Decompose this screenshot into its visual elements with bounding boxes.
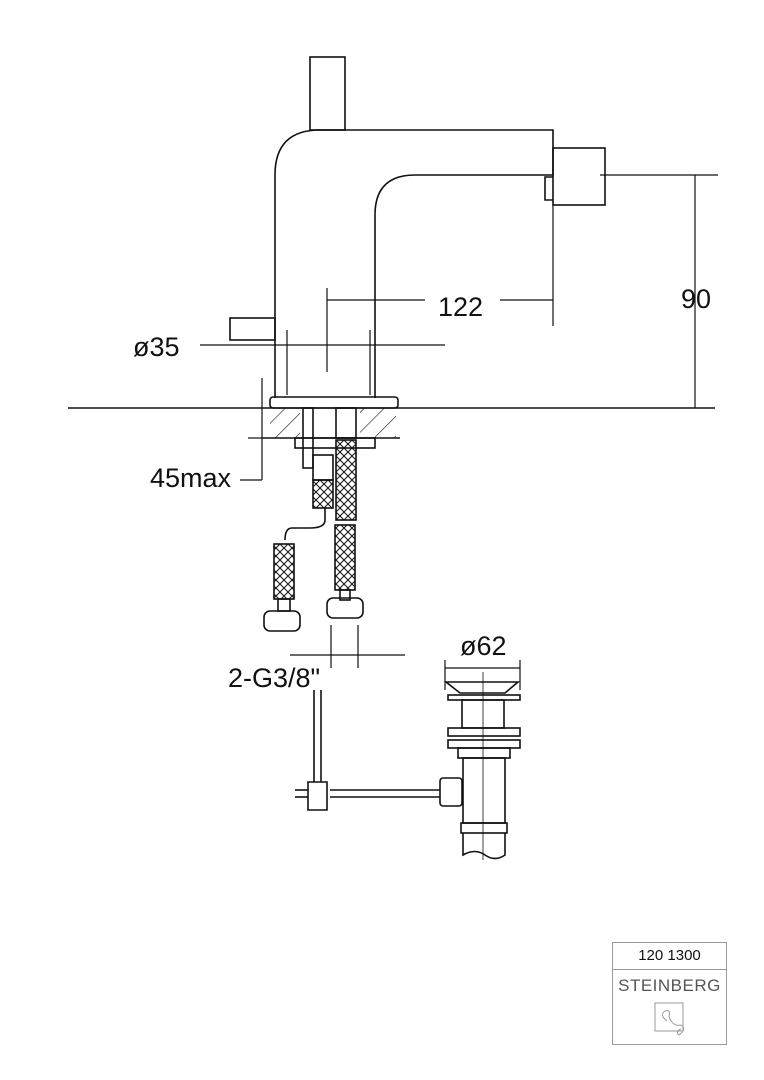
brand-name: STEINBERG — [618, 976, 721, 995]
title-block: 120 1300 STEINBERG — [612, 942, 727, 1045]
dim-base-diameter: ø35 — [133, 332, 180, 362]
brand-logo-icon — [654, 1002, 685, 1036]
lever-handle — [229, 317, 276, 341]
dim-connections: 2-G3/8" — [228, 663, 320, 693]
dim-reach: 122 — [438, 292, 483, 322]
product-number: 120 1300 — [613, 943, 726, 970]
dimension-lines — [200, 174, 718, 860]
dim-waste-diameter: ø62 — [460, 631, 507, 661]
dim-max-thickness: 45max — [150, 463, 232, 493]
dim-height: 90 — [681, 284, 711, 314]
supply-hoses — [263, 407, 364, 632]
pop-up-waste — [295, 681, 521, 860]
faucet-body — [229, 56, 606, 409]
